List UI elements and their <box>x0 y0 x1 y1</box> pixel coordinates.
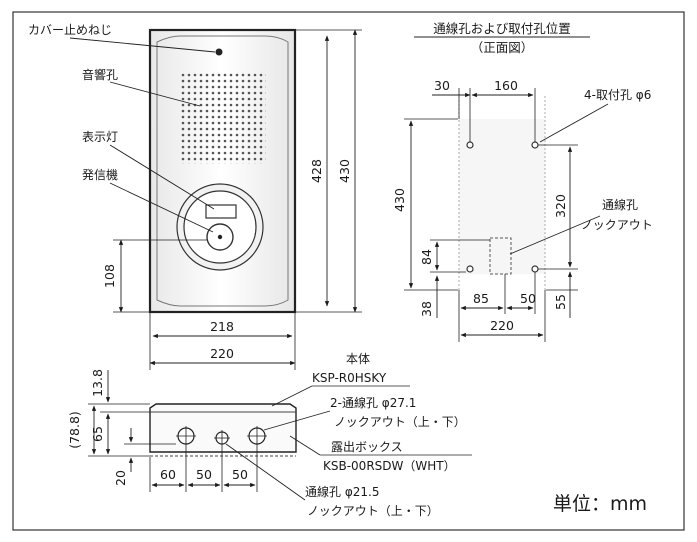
dim-85: 85 <box>473 291 489 306</box>
mounting-subtitle: （正面図） <box>471 40 534 55</box>
dim-50a: 50 <box>196 467 212 482</box>
dim-30: 30 <box>434 78 450 93</box>
transmitter-leader <box>109 182 214 233</box>
cover-screw-label: カバー止めねじ <box>28 23 112 37</box>
wire-hole-215-leader <box>225 443 306 501</box>
mount-holes-leader <box>539 103 609 143</box>
transmitter-center <box>217 234 223 240</box>
wire-hole-2-leader <box>263 410 331 431</box>
wire-hole-2-label: 2-通線孔 φ27.1 <box>330 395 416 410</box>
mount-hole-icon <box>466 265 474 273</box>
front-cover <box>156 35 289 307</box>
exposed-box-leader <box>289 435 321 456</box>
box-outline <box>149 403 297 453</box>
dim-220: 220 <box>210 346 234 361</box>
cover-screw-leader <box>69 37 216 53</box>
box-view: 13.8 65 (78.8) 20 60 50 50 本体 KSP-R0HSKY… <box>67 352 647 518</box>
body-leader <box>271 385 313 407</box>
dim-160: 160 <box>494 78 518 93</box>
dim-218: 218 <box>210 319 234 334</box>
dim-rear-220: 220 <box>490 318 514 333</box>
wire-hole-label: 通線孔 <box>602 197 638 212</box>
speaker-hole-label: 音響孔 <box>82 67 118 82</box>
unit-label: 単位：mm <box>553 493 647 515</box>
knockout-label: ノックアウト <box>581 218 653 232</box>
dim-rear-50: 50 <box>520 291 536 306</box>
front-view: カバー止めねじ 音響孔 表示灯 発信機 428 430 108 218 220 <box>28 23 362 370</box>
indicator-label: 表示灯 <box>82 130 118 144</box>
dim-60: 60 <box>160 467 176 482</box>
mount-hole-icon <box>531 265 539 273</box>
dim-78-8: (78.8) <box>67 411 82 449</box>
mount-hole-icon <box>466 141 474 149</box>
knockout-ud2-label: ノックアウト（上・下） <box>307 504 439 518</box>
cover-screw-icon <box>215 48 223 56</box>
exposed-box-label: 露出ボックス <box>331 440 403 454</box>
dim-430: 430 <box>337 159 352 183</box>
mounting-title: 通線孔および取付孔位置 <box>433 21 571 36</box>
dim-108: 108 <box>102 264 117 288</box>
dim-rear-430: 430 <box>392 188 407 212</box>
dim-38: 38 <box>419 301 434 317</box>
indicator-leader <box>109 144 215 210</box>
box-model-label: KSB-00RSDW（WHT） <box>323 459 456 473</box>
dim-13-8: 13.8 <box>90 369 105 397</box>
dim-65: 65 <box>90 426 105 442</box>
wire-hole-knockout <box>489 237 512 275</box>
body-label: 本体 <box>346 352 370 366</box>
dim-50b: 50 <box>232 467 248 482</box>
speaker-hole-leader <box>109 81 201 107</box>
dim-428: 428 <box>309 159 324 183</box>
body-model-label: KSP-R0HSKY <box>312 371 387 385</box>
mount-holes-label: 4-取付孔 φ6 <box>584 88 651 102</box>
wire-hole-215-label: 通線孔 φ21.5 <box>305 484 379 499</box>
knockout-ud-label: ノックアウト（上・下） <box>334 415 466 429</box>
dim-55: 55 <box>553 294 568 310</box>
drawing-frame <box>12 11 685 531</box>
transmitter-label: 発信機 <box>82 167 118 182</box>
dim-20: 20 <box>113 470 128 486</box>
mount-hole-icon <box>531 141 539 149</box>
dim-320: 320 <box>553 194 568 218</box>
dim-84: 84 <box>419 249 434 265</box>
speaker-grille <box>181 72 266 164</box>
mounting-view: 通線孔および取付孔位置 （正面図） 30 160 4-取付孔 φ6 430 84 <box>392 21 653 342</box>
wire-hole-leader <box>509 215 601 255</box>
